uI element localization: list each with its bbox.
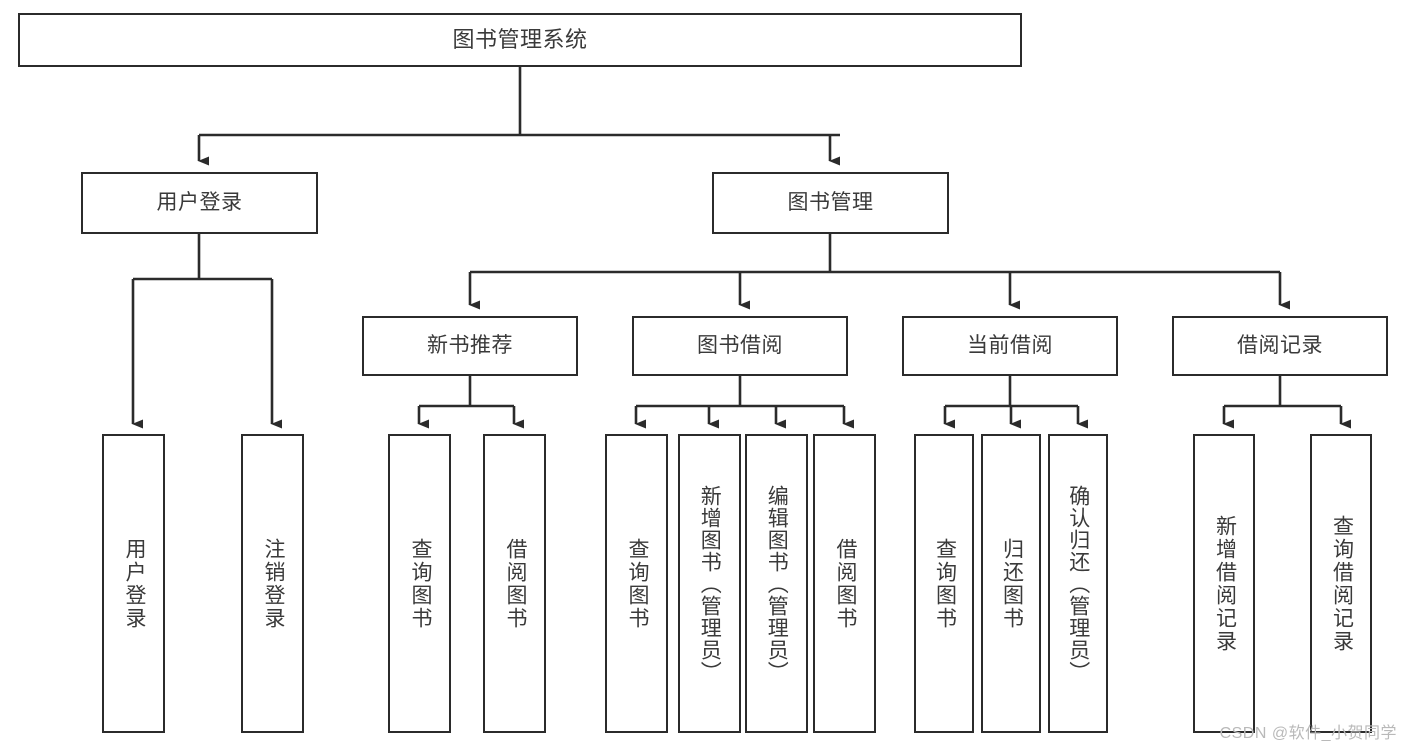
leaf-label: 查询图书 xyxy=(625,537,649,630)
leaf-label: 确认归还（管理员） xyxy=(1066,484,1090,683)
leaf-edit-book-admin[interactable]: 编辑图书（管理员） xyxy=(745,434,808,733)
node-label: 新书推荐 xyxy=(427,334,513,358)
node-label: 图书管理 xyxy=(787,191,874,215)
leaf-borrow-book[interactable]: 借阅图书 xyxy=(813,434,876,733)
leaf-query-book-recommend[interactable]: 查询图书 xyxy=(388,434,451,733)
leaf-label: 查询图书 xyxy=(408,537,432,630)
leaf-logout[interactable]: 注销登录 xyxy=(241,434,304,733)
node-label: 图书借阅 xyxy=(697,334,783,358)
csdn-watermark: CSDN @软件_小贺同学 xyxy=(1219,725,1397,742)
node-label: 用户登录 xyxy=(156,191,243,215)
leaf-label: 新增图书（管理员） xyxy=(698,484,722,683)
node-book-management[interactable]: 图书管理 xyxy=(712,172,949,234)
leaf-label: 查询图书 xyxy=(933,537,957,630)
leaf-query-borrow-record[interactable]: 查询借阅记录 xyxy=(1310,434,1372,733)
leaf-label: 查询借阅记录 xyxy=(1330,514,1354,653)
leaf-user-login[interactable]: 用户登录 xyxy=(102,434,165,733)
leaf-add-book-admin[interactable]: 新增图书（管理员） xyxy=(678,434,741,733)
leaf-query-book-current[interactable]: 查询图书 xyxy=(914,434,974,733)
leaf-return-book[interactable]: 归还图书 xyxy=(981,434,1041,733)
leaf-add-borrow-record[interactable]: 新增借阅记录 xyxy=(1193,434,1255,733)
node-current-borrow[interactable]: 当前借阅 xyxy=(902,316,1118,376)
node-new-book-recommend[interactable]: 新书推荐 xyxy=(362,316,578,376)
leaf-label: 借阅图书 xyxy=(503,537,527,630)
leaf-query-book[interactable]: 查询图书 xyxy=(605,434,668,733)
leaf-label: 用户登录 xyxy=(122,537,146,630)
node-label: 借阅记录 xyxy=(1237,334,1323,358)
node-borrow-record[interactable]: 借阅记录 xyxy=(1172,316,1388,376)
node-root-book-management-system[interactable]: 图书管理系统 xyxy=(18,13,1022,67)
leaf-label: 新增借阅记录 xyxy=(1213,514,1237,653)
node-label: 图书管理系统 xyxy=(452,26,588,52)
leaf-label: 借阅图书 xyxy=(833,537,857,630)
node-user-login[interactable]: 用户登录 xyxy=(81,172,318,234)
leaf-label: 注销登录 xyxy=(261,537,285,630)
node-label: 当前借阅 xyxy=(967,334,1053,358)
leaf-label: 编辑图书（管理员） xyxy=(765,484,789,683)
leaf-confirm-return-admin[interactable]: 确认归还（管理员） xyxy=(1048,434,1108,733)
node-book-borrow[interactable]: 图书借阅 xyxy=(632,316,848,376)
leaf-label: 归还图书 xyxy=(1000,537,1024,630)
leaf-borrow-book-recommend[interactable]: 借阅图书 xyxy=(483,434,546,733)
